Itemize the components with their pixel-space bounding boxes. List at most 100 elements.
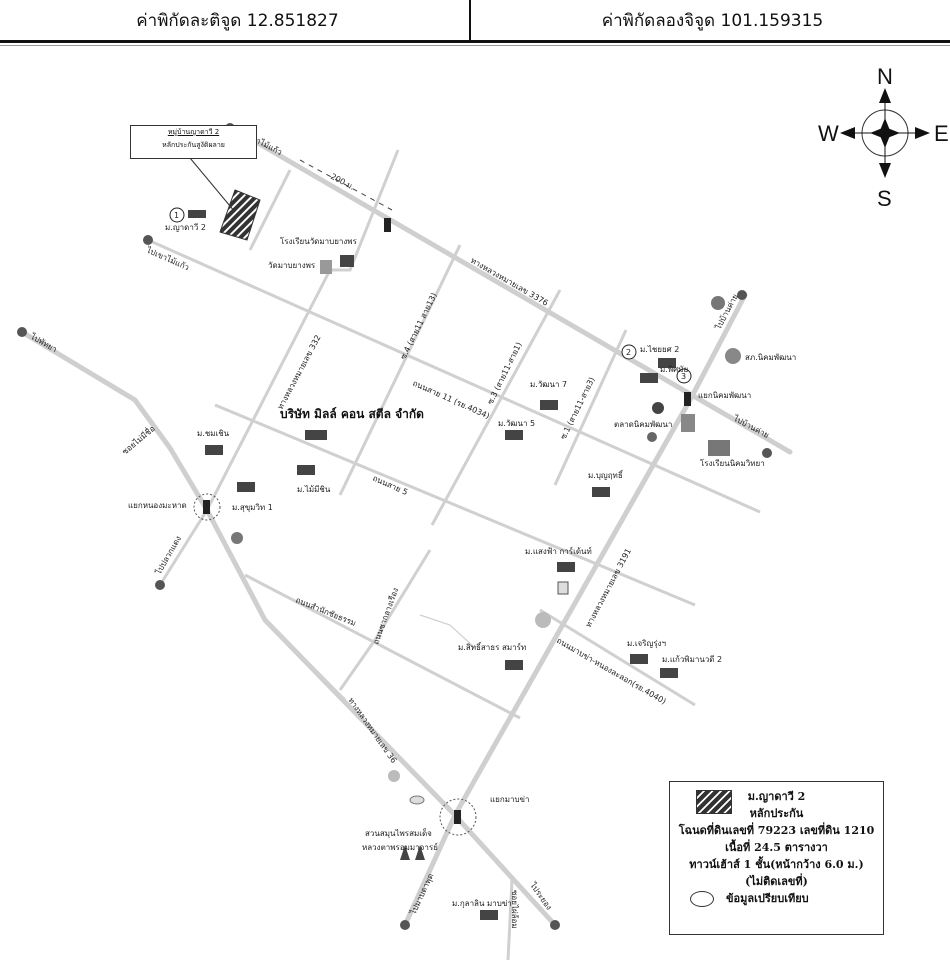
road-to-pattaya [19, 329, 210, 513]
label-intersection-hueng: แยกหนองมะหาด [128, 501, 187, 510]
label-moo-watsana-7: ม.วัฒนา 7 [530, 380, 567, 389]
school-nikhom-icon [708, 440, 730, 456]
location-map: 200 ม. 1 2 3 [17, 64, 949, 961]
legend-comparison-row: ข้อมูลเปรียบเทียบ [670, 890, 883, 907]
road-to-map-kha [204, 507, 558, 928]
label-moo-watsana-5: ม.วัฒนา 5 [498, 419, 535, 428]
label-wat: วัดมาบยางพร [268, 261, 316, 270]
house-icon [540, 400, 558, 410]
bank-icon [681, 414, 695, 432]
house-icon [505, 660, 523, 670]
latitude-label: ค่าพิกัดละติจูด 12.851827 [136, 10, 339, 31]
label-soi-3: ซ.3 (สาย11-สาย1) [486, 341, 524, 406]
road-map-kha-nong-lalok [539, 608, 696, 707]
marker-ban-khai-north [737, 290, 747, 300]
police-icon [725, 348, 741, 364]
label-moo-kutsalin: ม.กุลาลิน มาบข่า [452, 899, 512, 908]
west-arrow-icon [840, 127, 855, 139]
legend-line-4: เนื้อที่ 24.5 ตารางวา [725, 841, 828, 854]
label-intersection-map-kha: แยกมาบข่า [490, 795, 530, 804]
label-to-mab-ta-phut: ไปมาบตาพุด [408, 872, 435, 917]
legend-oval-icon [690, 891, 714, 907]
road-soi-4 [338, 244, 462, 496]
label-moo-saeng: ม.แสงฟ้า การ์เด้นท์ [525, 546, 592, 556]
house-icon [237, 482, 255, 492]
callout-title: หมู่บ้านญาดาวี 2 [167, 128, 220, 136]
callout-subtitle: หลักประกันสูงัติผลาย [162, 141, 225, 149]
house-icon [658, 358, 676, 368]
road-sai-5 [214, 403, 696, 607]
legend-line-3: โฉนดที่ดินเลขที่ 79223 เลขที่ดิน 1210 [678, 824, 875, 837]
house-icon [480, 910, 498, 920]
header-rule [0, 40, 950, 43]
coordinates-header: ค่าพิกัดละติจูด 12.851827 ค่าพิกัดลองจิจ… [0, 0, 950, 40]
traffic-light-icon [384, 218, 391, 232]
label-moo-yadawee: ม.ญาดาวี 2 [165, 223, 206, 232]
label-moo-chaiyot: ม.ไชยยศ 2 [640, 345, 679, 354]
road-highway-3191 [402, 292, 748, 928]
legend-hatch-swatch [696, 790, 732, 814]
label-school-wat: โรงเรียนวัดมาบยางพร [280, 236, 358, 246]
subject-callout: หมู่บ้านญาดาวี 2 หลักประกันสูงัติผลาย [130, 125, 257, 159]
label-highway-332: ทางหลวงหมายเลข 332 [276, 334, 323, 411]
marker-ban-khai [762, 448, 772, 458]
label-moo-bunyarit: ม.บุญฤทธิ์ [588, 469, 624, 480]
road-soi-kanchana [248, 169, 292, 251]
marker-mab-ta-phut [400, 920, 410, 930]
east-arrow-icon [915, 127, 930, 139]
label-moo-kaew-phiman: ม.แก้วพิมานวดี 2 [662, 655, 722, 664]
south-arrow-icon [879, 163, 891, 178]
road-nam-chai [244, 573, 521, 720]
label-road-chong-sam: ถนนซากลางเรือง [371, 587, 400, 646]
marker-pluak-daeng [155, 580, 165, 590]
marker-3: 3 [681, 372, 686, 381]
road-soi-3 [430, 289, 562, 526]
label-school-nikhom: โรงเรียนนิคมวิทยา [700, 458, 765, 468]
road-soi-1 [553, 329, 628, 486]
house-icon [592, 487, 610, 497]
compass-w: W [818, 121, 839, 146]
map-legend: ม.ญาดาวี 2 หลักประกัน โฉนดที่ดินเลขที่ 7… [669, 781, 884, 935]
traffic-light-icon [454, 810, 461, 824]
label-moo-maimichin: ม.ไม้มีชิน [297, 485, 331, 494]
label-company: บริษัท มิลล์ คอน สตีล จำกัด [280, 407, 424, 421]
north-arrow-icon [879, 88, 891, 103]
marker-khao-mai-kaeo-2 [143, 235, 153, 245]
house-icon [205, 445, 223, 455]
seven-eleven-icon [557, 581, 569, 595]
label-intersection-nikhom: แยกนิคมพัฒนา [698, 391, 751, 400]
destination-markers [17, 123, 772, 930]
road-khao-mai-kaeo [147, 238, 761, 514]
traffic-light-icon [203, 500, 210, 514]
shell-station-icon [388, 770, 400, 782]
label-road-nam-chai: ถนนสำนักชัยธรรม [294, 596, 357, 628]
house-icon [630, 654, 648, 664]
house-icon [640, 373, 658, 383]
house-icon [557, 562, 575, 572]
label-highway-3376: ทางหลวงหมายเลข 3376 [469, 256, 550, 308]
label-market-nikhom: ตลาดนิคมพัฒนา [614, 420, 672, 429]
marker-rayong [550, 920, 560, 930]
legend-line-2: หลักประกัน [749, 807, 804, 820]
legend-line-7: ข้อมูลเปรียบเทียบ [726, 892, 809, 905]
label-moo-phitsamai: ม.พิศมัย [660, 365, 688, 374]
road-highway-3376 [229, 125, 793, 455]
label-soi-mai-mi-chue: ซอยไม่มีชื่อ [119, 422, 157, 456]
temple-lotus-icon [711, 296, 725, 310]
house-icon [660, 668, 678, 678]
label-police-nikhom: สภ.นิคมพัฒนา [745, 353, 796, 362]
legend-line-5: ทาวน์เฮ้าส์ 1 ชั้น(หน้ากว้าง 6.0 ม.) [689, 858, 864, 871]
callout-leader [189, 157, 236, 213]
compass-n: N [877, 64, 893, 89]
traffic-light-icon [684, 392, 691, 406]
road-soi-phang [506, 879, 514, 961]
road-highway-332 [205, 149, 400, 511]
header-divider [469, 0, 471, 40]
market-icon [652, 402, 664, 414]
label-moo-charoen: ม.เจริญรุ่งฯ [627, 639, 666, 648]
marker-2: 2 [626, 348, 631, 357]
label-moo-sukhumvit: ม.สุขุมวิท 1 [232, 503, 273, 512]
road-branch [419, 614, 476, 649]
intersection-circle [439, 798, 477, 836]
house-icon [188, 210, 206, 218]
